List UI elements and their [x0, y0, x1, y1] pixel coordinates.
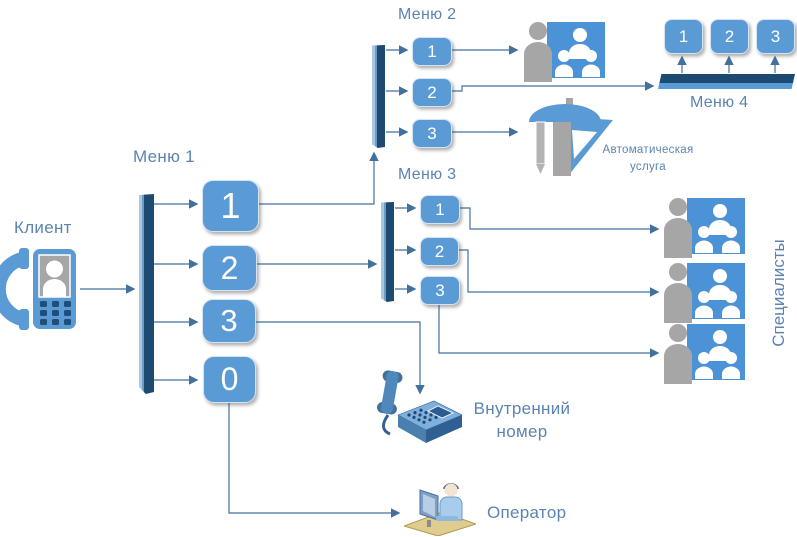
menu3-option-3: 3 — [420, 276, 460, 305]
auto-service-icon — [529, 98, 613, 176]
specialists-label: Специалисты — [769, 239, 788, 347]
auto-service-label: Автоматическая услуга — [602, 144, 694, 174]
menu2-option-2: 2 — [412, 78, 452, 107]
menu4-option-1: 1 — [664, 19, 703, 54]
menu1-option-3: 3 — [202, 299, 256, 343]
menu2-bar — [372, 45, 385, 148]
specialists-group-2-icon — [664, 263, 745, 323]
connector-menu1-menu2 — [258, 151, 379, 205]
menu3-label: Меню 3 — [398, 166, 457, 183]
specialists-group-3-icon — [664, 324, 745, 384]
menu1-label: Меню 1 — [133, 147, 195, 166]
connector-menu3-specialists2 — [458, 249, 660, 297]
client-phone-icon — [0, 248, 76, 330]
menu1-option-1: 1 — [202, 180, 259, 232]
menu1-option-2: 2 — [202, 245, 257, 291]
connector-menu3-specialists1 — [459, 207, 660, 234]
menu2-option-1: 1 — [412, 37, 452, 66]
connector-menu3-specialists3 — [438, 304, 660, 358]
connector-menu2-menu4 — [451, 81, 655, 92]
men4-option-3: 3 — [756, 19, 795, 54]
operator-label: Оператор — [487, 503, 567, 522]
menu3-option-2: 2 — [420, 237, 459, 266]
menu4-option-2: 2 — [710, 19, 749, 54]
client-label: Клиент — [14, 218, 72, 237]
menu3-bar — [381, 202, 394, 302]
training-group-icon — [524, 22, 605, 82]
menu3-option-1: 1 — [420, 195, 460, 224]
operator-icon — [404, 482, 476, 536]
menu4-bar — [658, 74, 795, 89]
specialists-group-1-icon — [664, 198, 745, 258]
menu2-option-3: 3 — [412, 119, 452, 148]
menu1-bar — [139, 194, 154, 394]
internal-number-label: Внутренний номер — [473, 399, 571, 441]
menu4-label: Меню 4 — [690, 94, 749, 111]
menu2-label: Меню 2 — [398, 6, 457, 23]
menu1-option-0: 0 — [203, 356, 256, 403]
internal-number-phone-icon — [377, 370, 463, 443]
